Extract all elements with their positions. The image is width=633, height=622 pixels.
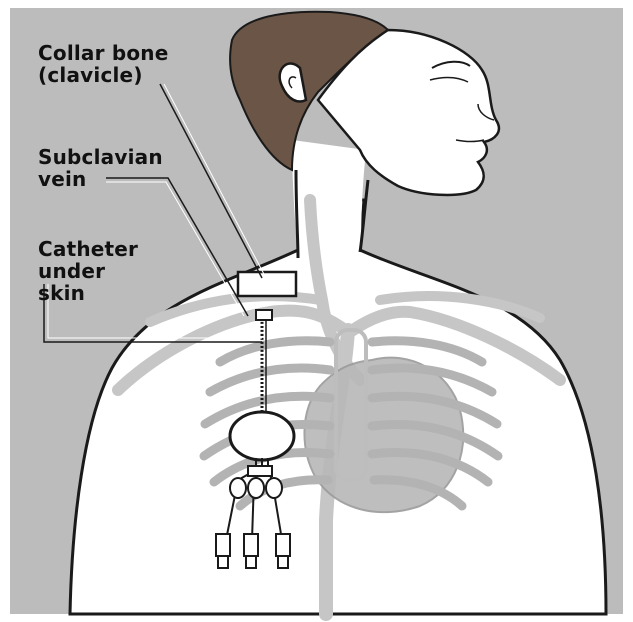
label-catheter-line2: under bbox=[38, 260, 138, 282]
label-catheter-line3: skin bbox=[38, 282, 138, 304]
label-collar-bone: Collar bone (clavicle) bbox=[38, 42, 169, 86]
label-catheter-under-skin: Catheter under skin bbox=[38, 238, 138, 304]
label-collar-bone-line1: Collar bone bbox=[38, 42, 169, 64]
label-subclavian-line1: Subclavian bbox=[38, 146, 163, 168]
label-catheter-line1: Catheter bbox=[38, 238, 138, 260]
collar-bone-marker bbox=[238, 272, 296, 296]
catheter-entry-point bbox=[256, 310, 272, 320]
neck-shape bbox=[292, 140, 366, 262]
label-collar-bone-line2: (clavicle) bbox=[38, 64, 169, 86]
label-subclavian-vein: Subclavian vein bbox=[38, 146, 163, 190]
label-subclavian-line2: vein bbox=[38, 168, 163, 190]
port-icon bbox=[230, 412, 294, 460]
